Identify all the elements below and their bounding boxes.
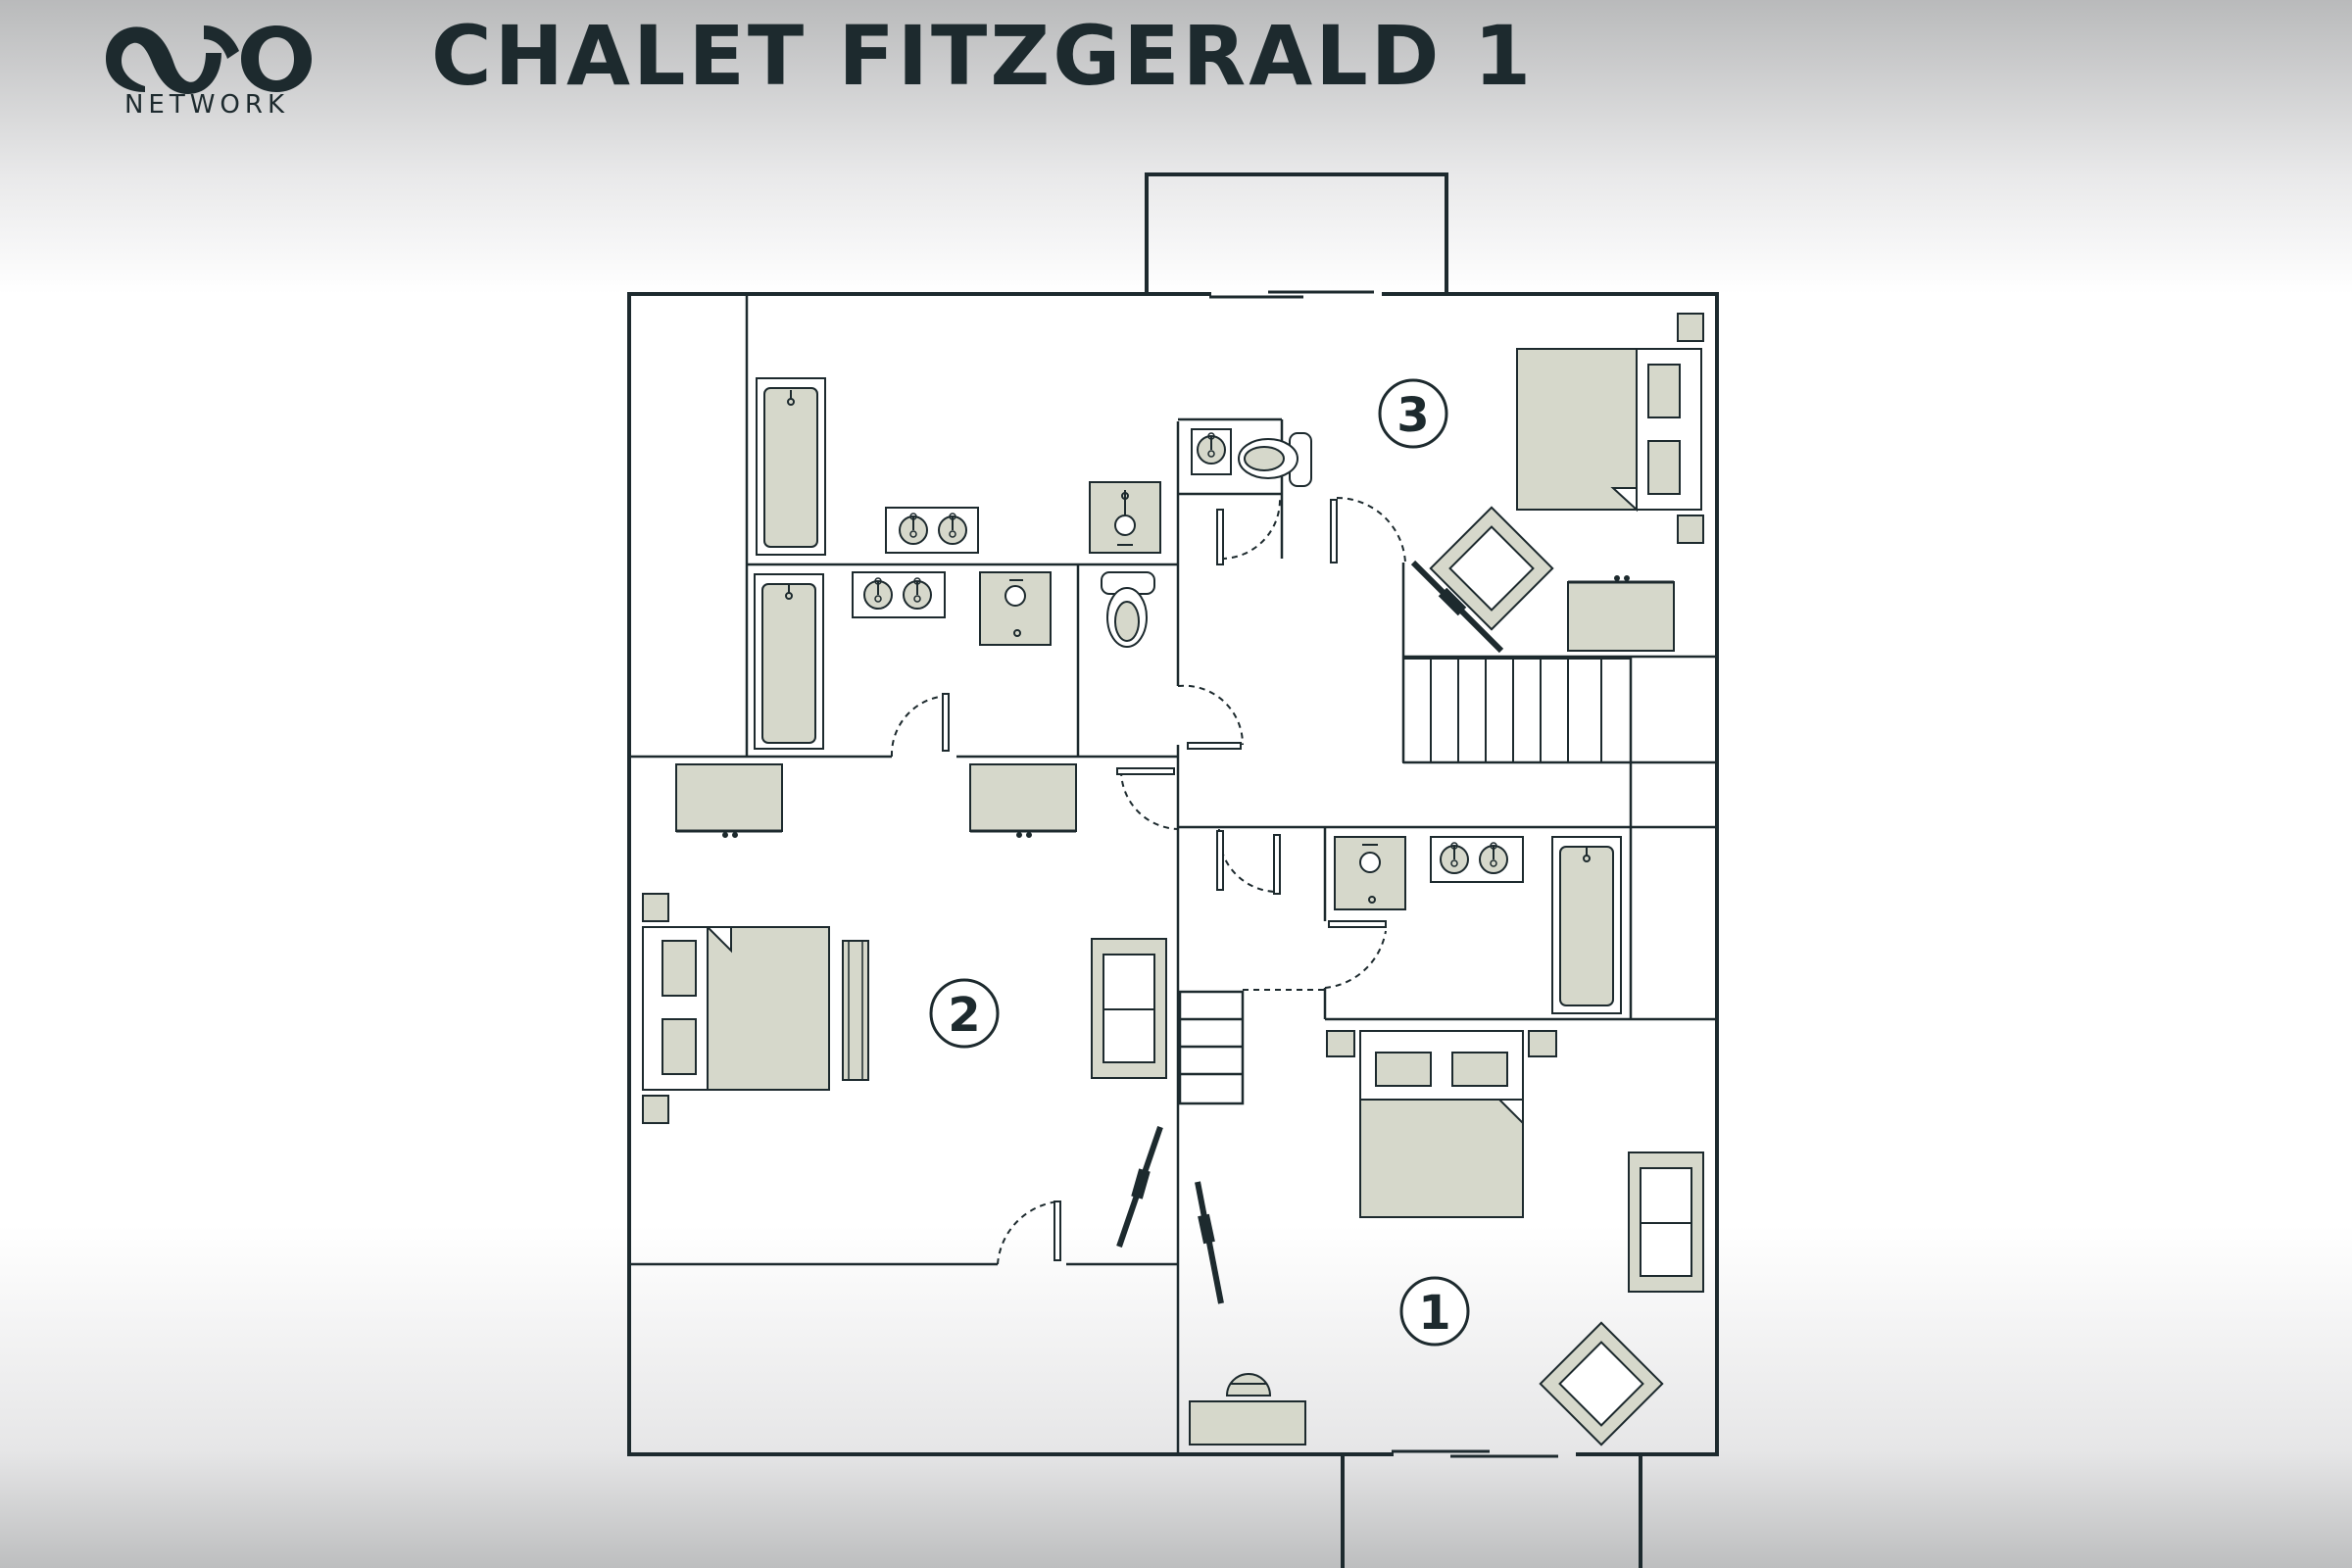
desk-icon xyxy=(1189,1373,1306,1446)
page-header: NETWORK CHALET FITZGERALD 1 xyxy=(0,0,2352,157)
sink-icon xyxy=(852,571,946,618)
tv-icon xyxy=(1195,1181,1224,1304)
room-number-3: 3 xyxy=(1378,378,1448,449)
stairs-icon xyxy=(1402,658,1632,763)
sink-icon xyxy=(1191,428,1232,475)
ono-network-logo xyxy=(106,25,312,94)
armchair-icon xyxy=(1539,1321,1664,1446)
armchair-icon xyxy=(1429,506,1554,631)
sink-icon xyxy=(1430,836,1524,883)
dresser-icon xyxy=(969,763,1077,838)
tv-icon xyxy=(1116,1126,1163,1248)
shower-icon xyxy=(1334,836,1406,910)
toilet-icon xyxy=(1101,571,1155,648)
double-bed-icon xyxy=(1516,313,1704,544)
svg-text:2: 2 xyxy=(948,988,980,1043)
room-number-2: 2 xyxy=(929,978,1000,1049)
page-title: CHALET FITZGERALD 1 xyxy=(431,8,1535,104)
shower-icon xyxy=(1089,481,1161,554)
room-number-1: 1 xyxy=(1399,1276,1470,1347)
toilet-icon xyxy=(1238,432,1312,487)
shower-icon xyxy=(979,571,1052,646)
tv-icon xyxy=(1410,560,1504,654)
double-bed-icon xyxy=(642,893,869,1124)
sofa-icon xyxy=(1628,1152,1704,1293)
logo-text: NETWORK xyxy=(123,90,290,120)
svg-text:3: 3 xyxy=(1396,388,1429,443)
double-bed-icon xyxy=(1326,1030,1557,1218)
sofa-icon xyxy=(1091,938,1167,1079)
bathtub-icon xyxy=(1551,836,1622,1014)
bathtub-icon xyxy=(756,377,826,556)
dresser-icon xyxy=(1567,575,1675,652)
svg-text:1: 1 xyxy=(1418,1286,1450,1341)
dresser-icon xyxy=(675,763,783,838)
sink-icon xyxy=(885,507,979,554)
bathtub-icon xyxy=(754,573,824,750)
